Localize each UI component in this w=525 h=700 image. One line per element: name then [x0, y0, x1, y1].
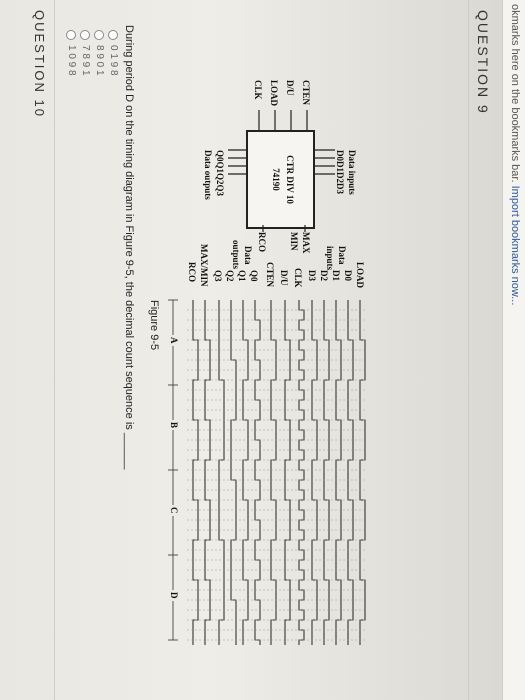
option-3[interactable]: 7 8 9 1: [80, 30, 91, 76]
waveform-10: [230, 300, 237, 645]
waveform-2: [335, 300, 342, 645]
question-10-heading: QUESTION 10: [32, 10, 47, 118]
waveform-4: [311, 300, 318, 645]
option-4-label: 1 0 9 8: [66, 45, 77, 76]
waveform-13: [192, 300, 199, 645]
chip-pin-wires: [228, 110, 335, 232]
waveforms: [192, 300, 366, 645]
waveform-0: [359, 300, 366, 645]
option-3-label: 7 8 9 1: [80, 45, 91, 76]
radio-button[interactable]: [108, 30, 119, 40]
option-2-label: 8 9 0 1: [94, 45, 105, 76]
waveform-11: [218, 300, 225, 645]
waveform-6: [284, 300, 291, 645]
period-d: D: [169, 590, 179, 601]
question-text: During period D on the timing diagram in…: [123, 25, 135, 470]
radio-button[interactable]: [94, 30, 105, 40]
waveform-3: [323, 300, 330, 645]
waveform-5: [298, 300, 305, 645]
radio-button[interactable]: [66, 30, 77, 40]
period-b: B: [169, 420, 179, 431]
option-4[interactable]: 1 0 9 8: [66, 30, 77, 76]
guide-lines: [185, 309, 365, 641]
waveform-8: [254, 300, 261, 645]
waveform-12: [204, 300, 211, 645]
option-2[interactable]: 8 9 0 1: [94, 30, 105, 76]
waveform-7: [270, 300, 277, 645]
waveform-1: [347, 300, 354, 645]
divider: [54, 0, 55, 700]
option-1[interactable]: 0 1 9 8: [108, 30, 119, 76]
period-a: A: [169, 335, 179, 346]
radio-button[interactable]: [80, 30, 91, 40]
waveform-9: [242, 300, 249, 645]
option-1-label: 0 1 9 8: [108, 45, 119, 76]
figure-caption: Figure 9-5: [148, 300, 160, 351]
period-brackets: [168, 299, 178, 641]
period-c: C: [169, 505, 179, 516]
